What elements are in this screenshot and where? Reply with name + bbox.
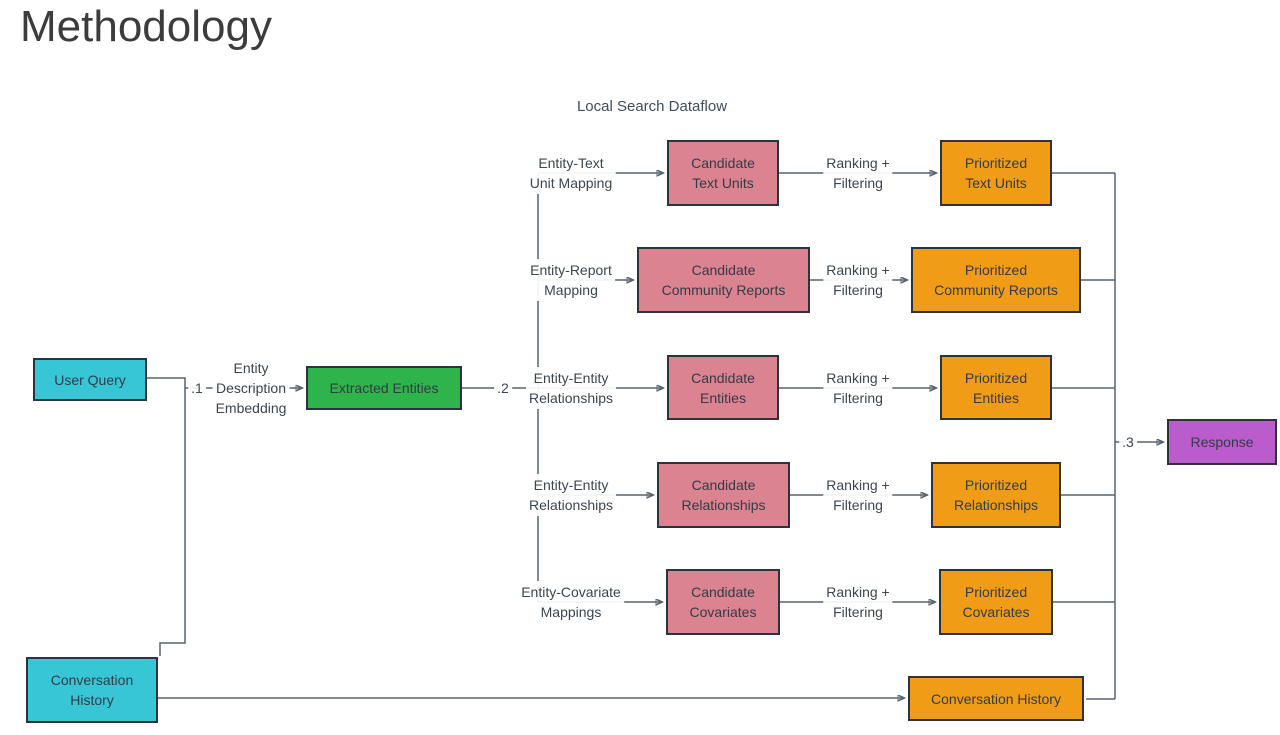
edge-label-entity-text-unit-mapping: Entity-Text Unit Mapping bbox=[526, 152, 616, 194]
edge-label-entity-entity-relationships-2: Entity-Entity Relationships bbox=[525, 474, 617, 516]
edge-label-ranking-filtering-2: Ranking + Filtering bbox=[823, 259, 893, 301]
node-prioritized-relationships: Prioritized Relationships bbox=[931, 462, 1061, 528]
edge-user-query-junction bbox=[147, 377, 186, 656]
node-extracted-entities: Extracted Entities bbox=[306, 366, 462, 410]
diagram-title: Local Search Dataflow bbox=[576, 98, 728, 115]
edge-label-ranking-filtering-1: Ranking + Filtering bbox=[823, 152, 893, 194]
edge-label-ranking-filtering-5: Ranking + Filtering bbox=[823, 581, 893, 623]
node-user-query: User Query bbox=[33, 358, 147, 401]
edge-label-entity-covariate-mappings: Entity-Covariate Mappings bbox=[518, 581, 624, 623]
node-candidate-covariates: Candidate Covariates bbox=[666, 569, 780, 635]
node-prioritized-text-units: Prioritized Text Units bbox=[940, 140, 1052, 206]
node-conversation-history-context: Conversation History bbox=[908, 676, 1084, 721]
edge-label-entity-description-embedding: Entity Description Embedding bbox=[212, 357, 290, 419]
node-candidate-relationships: Candidate Relationships bbox=[657, 462, 790, 528]
edge-label-ranking-filtering-4: Ranking + Filtering bbox=[823, 474, 893, 516]
page-title: Methodology bbox=[20, 2, 272, 51]
node-candidate-community-reports: Candidate Community Reports bbox=[637, 247, 810, 313]
node-prioritized-entities: Prioritized Entities bbox=[940, 355, 1052, 420]
node-candidate-text-units: Candidate Text Units bbox=[667, 140, 779, 206]
edge-label-entity-report-mapping: Entity-Report Mapping bbox=[527, 259, 615, 301]
edge-label-entity-entity-relationships-1: Entity-Entity Relationships bbox=[525, 367, 617, 409]
edge-label-step3: .3 bbox=[1119, 431, 1137, 453]
node-prioritized-community-reports: Prioritized Community Reports bbox=[911, 247, 1081, 313]
node-prioritized-covariates: Prioritized Covariates bbox=[939, 569, 1053, 635]
node-conversation-history-input: Conversation History bbox=[26, 657, 158, 723]
edge-label-step2: .2 bbox=[494, 377, 512, 399]
node-candidate-entities: Candidate Entities bbox=[667, 355, 779, 420]
node-response: Response bbox=[1167, 419, 1277, 465]
edge-label-ranking-filtering-3: Ranking + Filtering bbox=[823, 367, 893, 409]
edge-label-step1: .1 bbox=[188, 377, 206, 399]
